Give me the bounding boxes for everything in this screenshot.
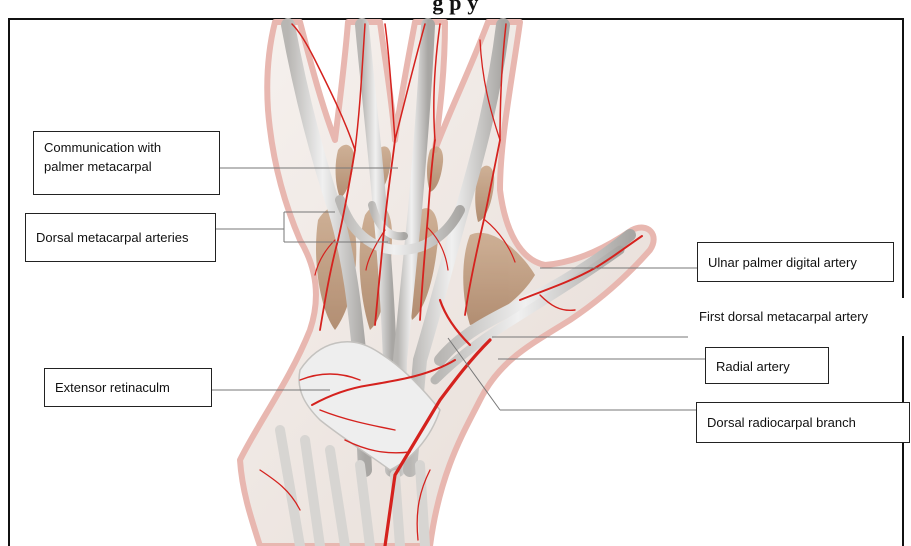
label-communication-palmer: Communication with palmer metacarpal <box>33 131 220 195</box>
label-radial-artery: Radial artery <box>705 347 829 384</box>
label-dorsal-metacarpal: Dorsal metacarpal arteries <box>25 213 216 262</box>
label-extensor-retinaculum: Extensor retinaculm <box>44 368 212 407</box>
label-dorsal-radiocarpal: Dorsal radiocarpal branch <box>696 402 910 443</box>
label-ulnar-palmer-digital: Ulnar palmer digital artery <box>697 242 894 282</box>
label-first-dorsal-metacarpal: First dorsal metacarpal artery <box>688 298 910 336</box>
